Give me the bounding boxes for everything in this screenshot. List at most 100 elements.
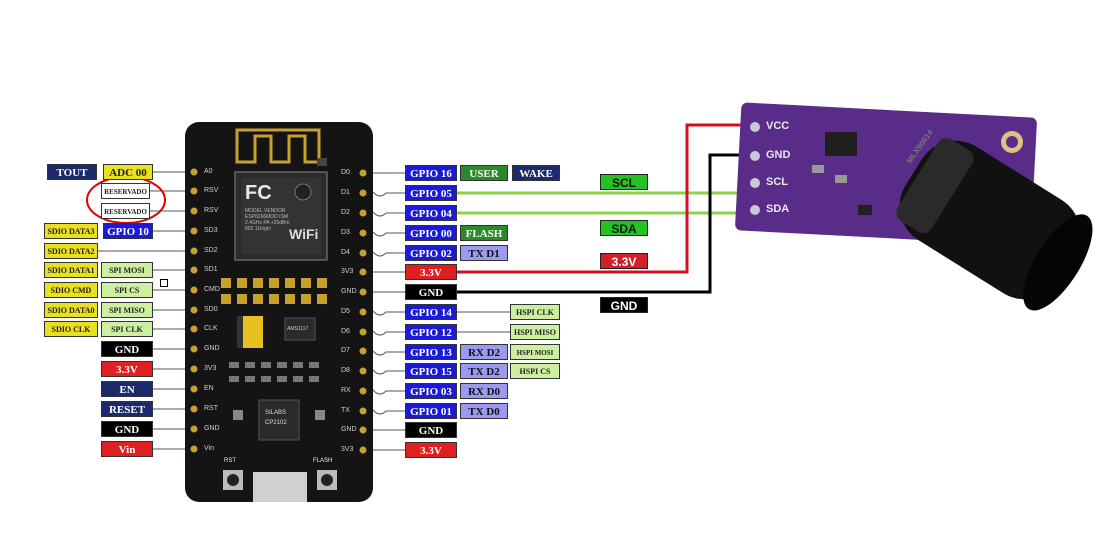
gpio16-label: GPIO 16 (405, 165, 457, 181)
board-pin-right-12: RX (341, 387, 351, 394)
hspi-cs-label: HSPI CS (510, 363, 560, 379)
board-pin-right-1: D0 (341, 169, 350, 176)
tout-label: TOUT (47, 164, 97, 180)
board-pin-right-14: GND (341, 426, 357, 433)
board-pin-left-14: GND (204, 425, 220, 432)
sdio-cmd-label: SDIO CMD (44, 282, 98, 298)
board-pin-right-11: D8 (341, 367, 350, 374)
mlx-sensor-module (735, 102, 1093, 311)
txd1-label: TX D1 (460, 245, 508, 261)
spi-clk-label: SPI CLK (101, 321, 153, 337)
gnd-label-right-2: GND (405, 422, 457, 438)
sensor-wires (457, 123, 760, 294)
sdio-clk-label: SDIO CLK (44, 321, 98, 337)
small-square-marker (160, 279, 168, 287)
vin-label: Vin (101, 441, 153, 457)
sdio-data0-label: SDIO DATA0 (44, 302, 98, 318)
gpio02-label: GPIO 02 (405, 245, 457, 261)
v33-signal-label: 3.3V (600, 253, 648, 269)
scl-signal-label: SCL (600, 174, 648, 190)
gpio04-label: GPIO 04 (405, 205, 457, 221)
chip-text-1: SILABS (265, 410, 287, 416)
wake-label: WAKE (512, 165, 560, 181)
rst-button-label: RST (224, 458, 236, 464)
sensor-pin-scl: SCL (766, 176, 788, 188)
hspi-miso-label: HSPI MISO (510, 324, 560, 340)
board-pin-right-10: D7 (341, 347, 350, 354)
sda-signal-label: SDA (600, 220, 648, 236)
rxd2-label: RX D2 (460, 344, 508, 360)
sdio-data3-label: SDIO DATA3 (44, 223, 98, 239)
gpio13-label: GPIO 13 (405, 344, 457, 360)
spi-cs-label: SPI CS (101, 282, 153, 298)
board-artwork (190, 128, 367, 502)
gnd-label-right-1: GND (405, 284, 457, 300)
board-pin-right-5: D4 (341, 249, 350, 256)
gnd-signal-label: GND (600, 297, 648, 313)
board-pin-left-10: GND (204, 345, 220, 352)
gpio00-label: GPIO 00 (405, 225, 457, 241)
board-pin-right-7: GND (341, 288, 357, 295)
sensor-pin-gnd: GND (766, 149, 791, 161)
board-pin-left-1: A0 (204, 168, 213, 175)
v33-label-right-1: 3.3V (405, 264, 457, 280)
board-pin-left-2: RSV (204, 187, 219, 194)
sdio-data2-label: SDIO DATA2 (44, 243, 98, 259)
spi-mosi-label: SPI MOSI (101, 262, 153, 278)
hspi-mosi-label: HSPI MOSI (510, 344, 560, 360)
gpio03-label: GPIO 03 (405, 383, 457, 399)
board-pin-right-15: 3V3 (341, 446, 354, 453)
board-pin-left-5: SD2 (204, 247, 218, 254)
board-pin-left-4: SD3 (204, 227, 218, 234)
gnd-label-left-2: GND (101, 421, 153, 437)
gpio12-label: GPIO 12 (405, 324, 457, 340)
adc-label: ADC 00 (103, 164, 153, 180)
txd0-label: TX D0 (460, 403, 508, 419)
board-pin-left-11: 3V3 (204, 365, 217, 372)
wifi-logo: WiFi (289, 226, 319, 242)
board-pin-right-9: D6 (341, 328, 350, 335)
gpio15-label: GPIO 15 (405, 363, 457, 379)
sdio-data1-label: SDIO DATA1 (44, 262, 98, 278)
board-pin-right-2: D1 (341, 189, 350, 196)
board-pin-right-8: D5 (341, 308, 350, 315)
board-pin-left-9: CLK (204, 325, 218, 332)
sensor-pin-vcc: VCC (766, 120, 790, 132)
rxd0-label: RX D0 (460, 383, 508, 399)
gpio05-label: GPIO 05 (405, 185, 457, 201)
hspi-clk-label: HSPI CLK (510, 304, 560, 320)
board-pin-right-6: 3V3 (341, 268, 354, 275)
flash-button-label: FLASH (313, 458, 333, 464)
txd2-label: TX D2 (460, 363, 508, 379)
gpio01-label: GPIO 01 (405, 403, 457, 419)
nodemcu-board: A0 RSV RSV SD3 SD2 SD1 CMD SD0 CLK GND 3… (185, 122, 373, 502)
board-pin-left-7: CMD (204, 286, 220, 293)
reset-label: RESET (101, 401, 153, 417)
sensor-pin-sda: SDA (766, 203, 790, 215)
board-pin-left-12: EN (204, 385, 214, 392)
reserved-label-2: RESERVADO (101, 203, 150, 219)
module-text: MODEL VENDOR ESP8266MOD ISM 2.4GHz PA +2… (245, 208, 290, 232)
gpio10-label: GPIO 10 (103, 223, 153, 239)
flash-label: FLASH (460, 225, 508, 241)
board-pin-left-8: SD0 (204, 306, 218, 313)
board-pin-left-13: RST (204, 405, 218, 412)
spi-miso-label: SPI MISO (101, 302, 153, 318)
reserved-label-1: RESERVADO (101, 183, 150, 199)
board-pin-right-4: D3 (341, 229, 350, 236)
board-pin-left-3: RSV (204, 207, 219, 214)
gpio14-label: GPIO 14 (405, 304, 457, 320)
v33-label-right-2: 3.3V (405, 442, 457, 458)
user-label: USER (460, 165, 508, 181)
board-pin-left-6: SD1 (204, 266, 218, 273)
board-pin-right-3: D2 (341, 209, 350, 216)
board-logo: FC (245, 182, 272, 204)
board-pin-right-13: TX (341, 407, 350, 414)
gnd-label-left-1: GND (101, 341, 153, 357)
en-label: EN (101, 381, 153, 397)
chip-text-2: CP2102 (265, 420, 287, 426)
v33-label-left: 3.3V (101, 361, 153, 377)
board-pin-left-15: Vin (204, 445, 214, 452)
